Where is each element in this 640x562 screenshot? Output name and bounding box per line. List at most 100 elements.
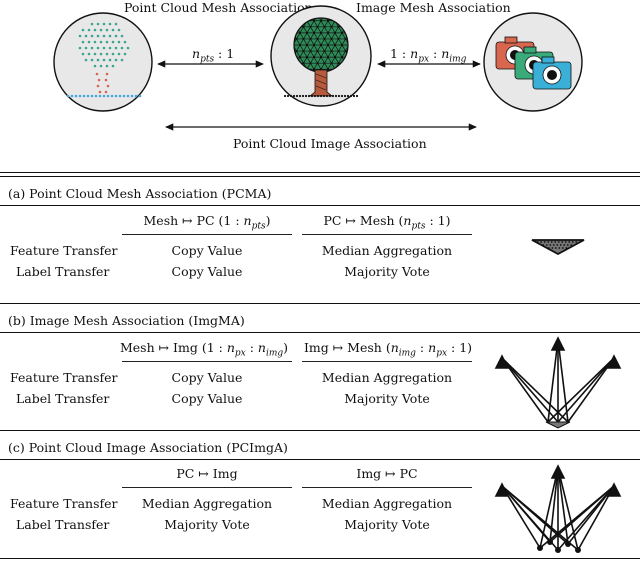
mesh-vertex xyxy=(340,31,344,34)
mesh-ground-vertex xyxy=(331,94,335,98)
mesh-ground-vertex xyxy=(340,94,344,98)
mesh-vertex xyxy=(298,56,302,59)
projection-ray xyxy=(501,357,549,423)
ground-dot xyxy=(70,94,74,98)
triangle-dot xyxy=(552,244,555,246)
point-dot xyxy=(537,545,543,551)
mesh-ground-vertex xyxy=(292,94,296,98)
mesh-ground-vertex xyxy=(298,94,302,98)
mesh-ground-vertex xyxy=(337,94,341,98)
trunk-dot xyxy=(95,72,99,76)
mesh-vertex xyxy=(312,43,316,47)
mesh-vertex xyxy=(295,49,298,53)
mesh-vertex xyxy=(330,37,333,41)
points-to-image-rays-icon xyxy=(494,464,622,553)
ground-dot xyxy=(114,94,118,98)
point-dot xyxy=(81,28,85,32)
trunk-dot xyxy=(106,84,110,88)
projection-ray xyxy=(557,467,569,545)
section-c-row2-col1: Majority Vote xyxy=(164,517,250,532)
projection-ray xyxy=(557,339,569,423)
mesh-vertex xyxy=(326,56,330,59)
triangle-dot xyxy=(561,247,564,249)
ground-dot xyxy=(66,94,70,98)
triangle-dot xyxy=(568,241,571,243)
mesh-vertex xyxy=(337,25,340,28)
point-dot xyxy=(114,46,118,50)
point-dot xyxy=(123,52,127,56)
section-b-row1-col1: Copy Value xyxy=(171,370,243,385)
point-dot xyxy=(102,46,106,50)
point-dot xyxy=(87,40,91,44)
section-a-end-rule xyxy=(0,303,640,304)
mesh-vertex xyxy=(337,37,340,41)
mesh-triangle-icon xyxy=(531,239,585,256)
mesh-vertex xyxy=(323,37,326,41)
mesh-vertex xyxy=(323,49,326,53)
section-c-row2-col2: Majority Vote xyxy=(344,517,430,532)
double-rule-top xyxy=(0,172,640,173)
section-a-rule xyxy=(0,205,640,206)
mesh-vertex xyxy=(316,37,319,41)
section-c-title: (c) Point Cloud Image Association (PCImg… xyxy=(8,440,288,455)
section-b-title: (b) Image Mesh Association (ImgMA) xyxy=(8,313,245,328)
mesh-ground-vertex xyxy=(322,94,326,98)
mesh-ground-vertex xyxy=(334,94,338,98)
mesh-vertex xyxy=(326,19,330,22)
section-c-row1-label: Feature Transfer xyxy=(10,496,118,511)
mesh-vertex xyxy=(309,49,312,53)
ground-dot xyxy=(78,94,82,98)
section-b-rule xyxy=(0,332,640,333)
ratio-right-label: 1 : npx : nimg xyxy=(390,46,467,65)
projection-ray xyxy=(547,339,559,423)
point-dot xyxy=(111,28,115,32)
arrowhead-icon xyxy=(606,482,622,497)
mesh-vertex xyxy=(337,62,340,65)
section-c-end-rule xyxy=(0,558,640,559)
point-dot xyxy=(105,64,109,68)
section-a-row1-col1: Copy Value xyxy=(171,243,243,258)
bottom-association-label: Point Cloud Image Association xyxy=(233,136,427,151)
projection-ray xyxy=(539,467,559,549)
section-b-row1-col2: Median Aggregation xyxy=(321,370,453,385)
point-dot xyxy=(84,46,88,50)
mesh-vertex xyxy=(305,43,309,47)
section-b-col1-header: Mesh ↦ Img (1 : npx : nimg) xyxy=(119,340,289,359)
point-dot xyxy=(99,64,103,68)
triangle-dot xyxy=(540,241,543,243)
triangle-dot xyxy=(570,244,573,246)
triangle-dot xyxy=(554,241,557,243)
point-dot xyxy=(114,34,118,38)
projection-ray xyxy=(549,485,615,543)
section-c-row1-col1: Median Aggregation xyxy=(141,496,273,511)
point-dot xyxy=(87,52,91,56)
mesh-vertex xyxy=(319,56,323,59)
mesh-vertex xyxy=(326,31,330,34)
trunk-dot xyxy=(98,90,102,94)
triangle-dot xyxy=(550,241,553,243)
mesh-ground-vertex xyxy=(352,94,356,98)
section-a-col2-underline xyxy=(302,234,472,235)
mesh-vertex xyxy=(319,19,323,22)
projection-ray xyxy=(567,357,615,423)
section-a-col2-header: PC ↦ Mesh (npts : 1) xyxy=(323,213,451,232)
point-dot xyxy=(120,58,124,62)
mesh-vertex xyxy=(319,31,323,34)
point-dot xyxy=(99,28,103,32)
triangle-dot xyxy=(547,247,550,249)
mesh-vertex xyxy=(295,37,298,41)
point-dot xyxy=(108,58,112,62)
point-cloud-tree-icon xyxy=(53,12,153,112)
point-dot xyxy=(108,22,112,26)
projection-ray xyxy=(501,485,579,551)
arrowhead-icon xyxy=(606,354,622,369)
point-dot xyxy=(96,46,100,50)
mesh-vertex xyxy=(323,62,326,65)
mesh-vertex xyxy=(340,43,344,47)
point-dot xyxy=(96,34,100,38)
triangle-dot xyxy=(575,241,578,243)
mesh-ground-vertex xyxy=(346,94,350,98)
mesh-vertex xyxy=(316,49,319,53)
mesh-vertex xyxy=(333,31,337,34)
mesh-vertex xyxy=(312,56,316,59)
